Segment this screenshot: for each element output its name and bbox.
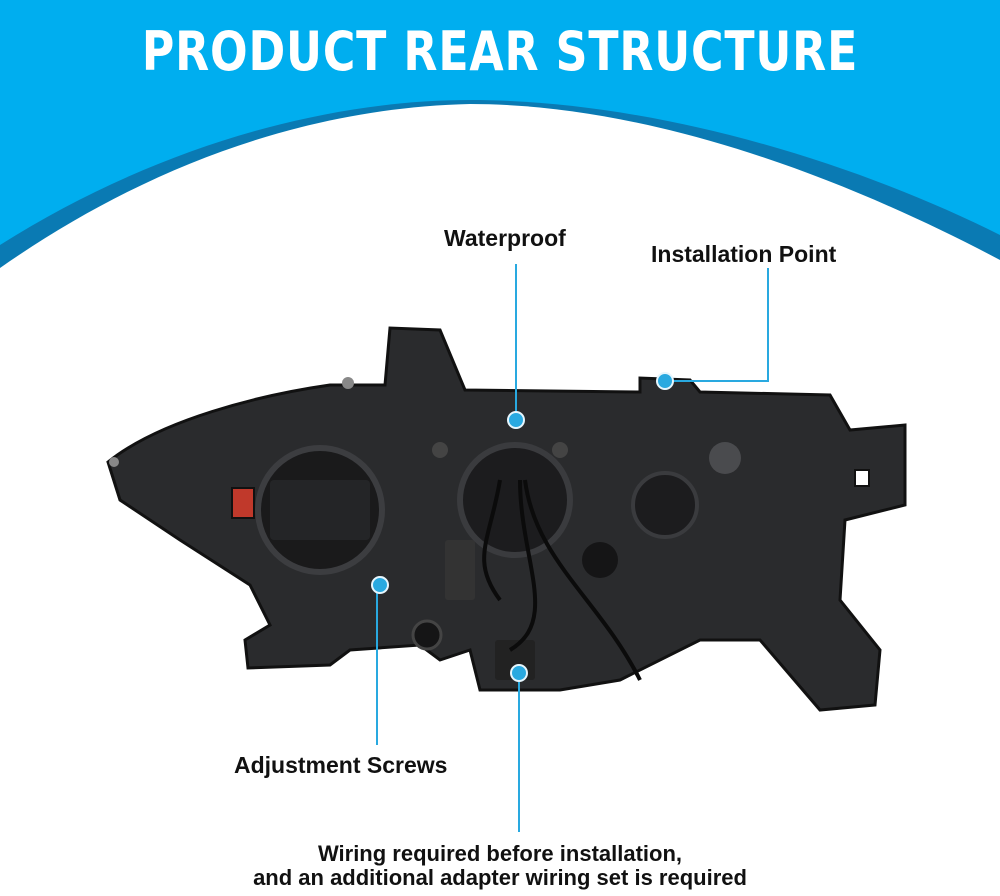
callout-dots — [371, 372, 674, 682]
adjustment-screws-label: Adjustment Screws — [234, 752, 448, 778]
waterproof-label: Waterproof — [444, 225, 566, 251]
wiring-note-line2: and an additional adapter wiring set is … — [253, 865, 747, 890]
adjustment-screws-marker — [371, 576, 389, 594]
callout-lines — [376, 264, 769, 832]
wiring-marker — [510, 664, 528, 682]
wiring-note: Wiring required before installation, and… — [0, 842, 1000, 890]
installation-point-marker — [656, 372, 674, 390]
waterproof-marker — [507, 411, 525, 429]
page-title: PRODUCT REAR STRUCTURE — [141, 20, 859, 83]
installation-point-label: Installation Point — [651, 241, 837, 267]
wiring-note-line1: Wiring required before installation, — [317, 841, 683, 866]
headlight-rear-image — [106, 326, 907, 712]
